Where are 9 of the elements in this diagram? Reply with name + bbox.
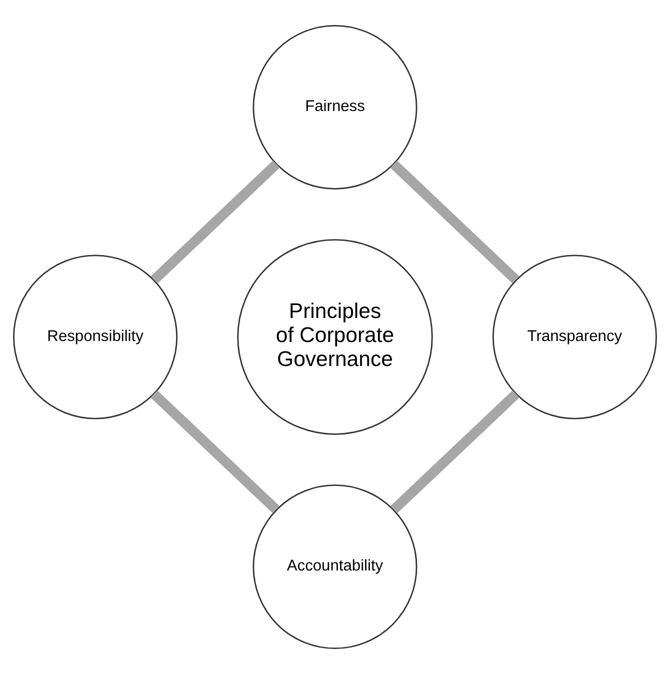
connector: [150, 160, 280, 283]
node-circle: Accountability: [252, 484, 418, 649]
node-circle: Principles of Corporate Governance: [237, 238, 433, 434]
node-circle: Transparency: [492, 254, 657, 419]
connector: [390, 390, 520, 513]
connector: [150, 390, 280, 513]
node-circle: Responsibility: [13, 254, 178, 419]
connector: [390, 160, 520, 283]
node-circle: Fairness: [252, 24, 418, 189]
